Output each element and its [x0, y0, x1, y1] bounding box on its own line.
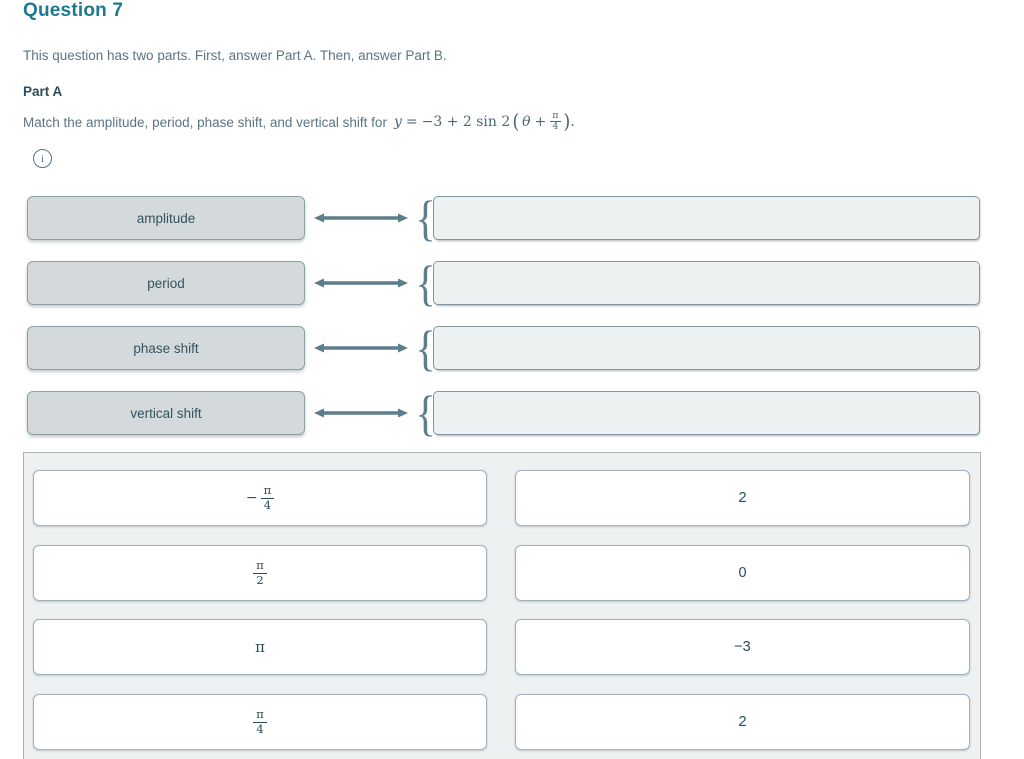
- drop-target-phase-shift[interactable]: [433, 326, 980, 370]
- match-label-period: period: [27, 261, 305, 305]
- drop-target-vertical-shift[interactable]: [433, 391, 980, 435]
- double-arrow-icon: [314, 278, 408, 288]
- part-a-heading: Part A: [23, 84, 63, 99]
- brace-icon: {: [415, 190, 436, 246]
- brace-icon: {: [415, 255, 436, 311]
- drop-target-amplitude[interactable]: [433, 196, 980, 240]
- match-row-vertical-shift: vertical shift {: [27, 385, 980, 441]
- match-label-text: amplitude: [136, 210, 196, 226]
- prompt-text: Match the amplitude, period, phase shift…: [23, 114, 387, 130]
- match-label-phase-shift: phase shift: [27, 326, 305, 370]
- choice-tile-pi[interactable]: π: [33, 619, 487, 675]
- match-label-vertical-shift: vertical shift: [27, 391, 305, 435]
- match-label-text: phase shift: [133, 340, 199, 356]
- brace-icon: {: [415, 320, 436, 376]
- choice-tile-2b[interactable]: 2: [515, 694, 970, 750]
- part-a-prompt: Match the amplitude, period, phase shift…: [23, 109, 575, 134]
- choice-tile-2a[interactable]: 2: [515, 470, 970, 526]
- double-arrow-icon: [314, 408, 408, 418]
- brace-icon: {: [415, 385, 436, 441]
- question-instructions: This question has two parts. First, answ…: [23, 48, 447, 63]
- match-row-period: period {: [27, 255, 980, 311]
- match-label-text: vertical shift: [130, 405, 202, 421]
- choice-tile-neg-3[interactable]: −3: [515, 619, 970, 675]
- double-arrow-icon: [314, 343, 408, 353]
- double-arrow-icon: [314, 213, 408, 223]
- question-title: Question 7: [23, 0, 124, 21]
- match-label-text: period: [147, 275, 185, 291]
- match-row-phase-shift: phase shift {: [27, 320, 980, 376]
- drop-target-period[interactable]: [433, 261, 980, 305]
- choice-tile-0[interactable]: 0: [515, 545, 970, 601]
- match-label-amplitude: amplitude: [27, 196, 305, 240]
- match-row-amplitude: amplitude {: [27, 190, 980, 246]
- info-icon[interactable]: i: [33, 149, 52, 168]
